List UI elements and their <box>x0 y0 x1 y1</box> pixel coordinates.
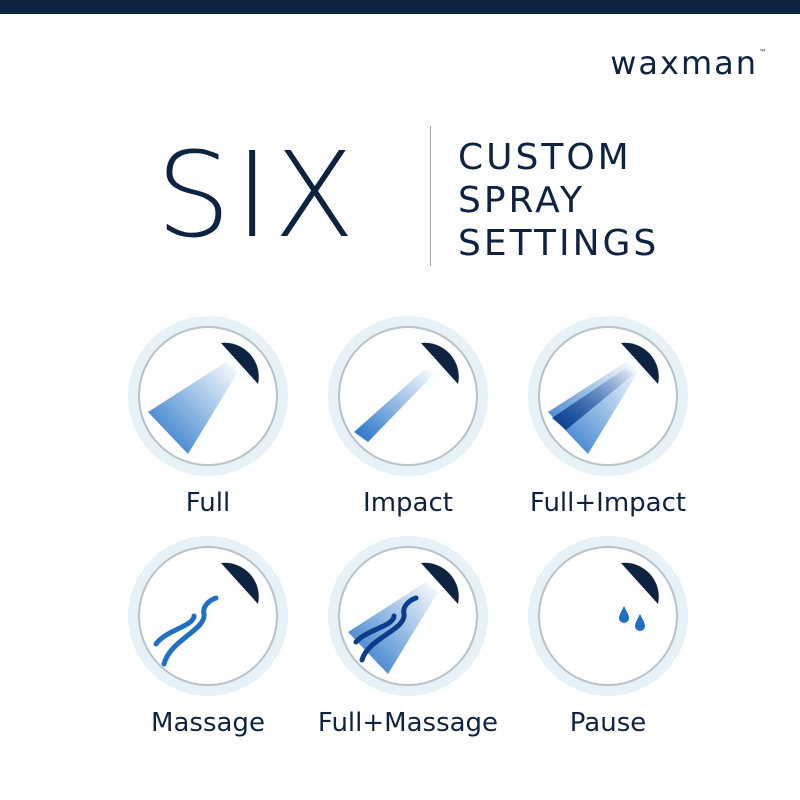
setting-full: Full <box>98 314 318 518</box>
full-spray-icon <box>128 316 288 476</box>
impact-spray-icon <box>328 316 488 476</box>
trademark-mark: ™ <box>759 48 767 57</box>
setting-pause: Pause <box>498 534 718 738</box>
setting-full-massage: Full+Massage <box>298 534 518 738</box>
headline-subtitle: CUSTOM SPRAY SETTINGS <box>458 136 659 265</box>
massage-spray-icon <box>128 536 288 696</box>
top-bar <box>0 0 800 14</box>
setting-label-full-impact: Full+Impact <box>529 488 687 518</box>
setting-full-impact: Full+Impact <box>498 314 718 518</box>
setting-impact: Impact <box>298 314 518 518</box>
headline-line-2: SPRAY <box>458 180 585 221</box>
headline-line-3: SETTINGS <box>458 223 660 264</box>
pause-spray-icon <box>528 536 688 696</box>
setting-label-pause: Pause <box>569 708 647 738</box>
setting-label-full-massage: Full+Massage <box>317 708 499 738</box>
headline-divider <box>430 126 431 266</box>
full-impact-spray-icon <box>528 316 688 476</box>
setting-massage: Massage <box>98 534 318 738</box>
headline-six: SIX <box>156 126 359 264</box>
headline-line-1: CUSTOM <box>458 137 632 178</box>
brand-name: waxman <box>610 44 758 82</box>
setting-label-full: Full <box>185 488 231 518</box>
setting-label-massage: Massage <box>151 708 265 738</box>
full-massage-spray-icon <box>328 536 488 696</box>
setting-label-impact: Impact <box>363 488 453 518</box>
brand-logo: waxman™ <box>610 44 767 82</box>
